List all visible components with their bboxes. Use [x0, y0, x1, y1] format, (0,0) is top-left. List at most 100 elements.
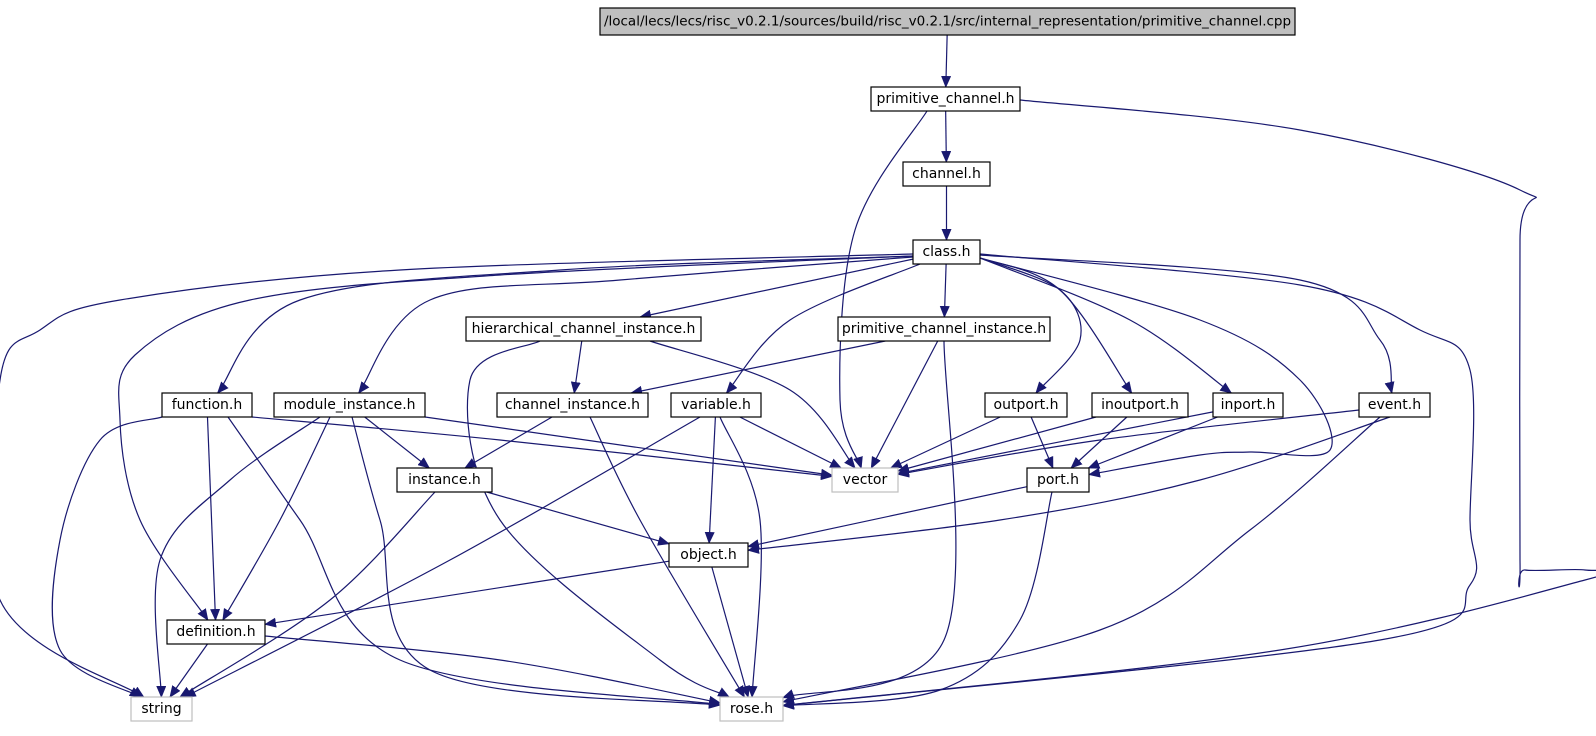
node-box	[670, 392, 762, 418]
node-primitive-channel-h[interactable]: primitive_channel.h	[870, 86, 1021, 112]
edge-module-instance-h-to-rose-h	[351, 416, 721, 709]
edge-module-instance-h-to-instance-h	[364, 416, 431, 469]
node-channel-instance-h[interactable]: channel_instance.h	[496, 392, 649, 418]
node-label: outport.h	[994, 397, 1059, 413]
edge-object-h-to-rose-h	[711, 566, 751, 698]
node-port-h[interactable]: port.h	[1026, 467, 1090, 493]
edge-primitive-channel-h-to-channel-h	[941, 110, 952, 163]
node-module-instance-h[interactable]: module_instance.h	[273, 392, 426, 418]
node-box	[1091, 392, 1189, 418]
edge-event-h-to-object-h	[747, 416, 1391, 554]
node-label: class.h	[922, 244, 970, 260]
node-event-h[interactable]: event.h	[1358, 392, 1431, 418]
node-label: primitive_channel_instance.h	[842, 321, 1046, 337]
node-label: inport.h	[1221, 397, 1276, 413]
node-outport-h[interactable]: outport.h	[984, 392, 1068, 418]
node-box	[912, 239, 981, 265]
node-channel-h[interactable]: channel.h	[902, 161, 991, 187]
node-class-h[interactable]: class.h	[912, 239, 981, 265]
node-box	[496, 392, 649, 418]
edge-hierarchical-channel-instance-h-to-vector	[649, 340, 856, 469]
node-box	[273, 392, 426, 418]
node-box	[831, 467, 899, 493]
node-primitive-channel-instance-h[interactable]: primitive_channel_instance.h	[837, 316, 1051, 342]
node-hierarchical-channel-instance-h[interactable]: hierarchical_channel_instance.h	[465, 316, 702, 342]
node-inoutport-h[interactable]: inoutport.h	[1091, 392, 1189, 418]
edge-class-h-to-definition-h	[118, 255, 914, 621]
edge-object-h-to-definition-h	[264, 560, 670, 628]
edge-module-instance-h-to-string	[154, 416, 321, 698]
edge-primitive-channel-instance-h-to-rose-h	[782, 340, 957, 699]
node-vector[interactable]: vector	[831, 467, 899, 493]
edge-function-h-to-string	[51, 416, 163, 698]
node-function-h[interactable]: function.h	[161, 392, 253, 418]
node-label: rose.h	[730, 701, 773, 717]
node-string[interactable]: string	[130, 696, 193, 722]
node-label: /local/lecs/lecs/risc_v0.2.1/sources/bui…	[604, 14, 1291, 30]
node-box	[166, 619, 266, 645]
edge-class-h-to-function-h	[216, 255, 914, 394]
edge-class-h-to-module-instance-h	[358, 256, 914, 394]
node-label: module_instance.h	[283, 397, 415, 413]
edge-port-h-to-rose-h	[782, 491, 1053, 710]
edge-primitive-channel-h-to-rose-h	[782, 99, 1596, 710]
node-label: function.h	[172, 397, 243, 413]
node-label: inoutport.h	[1101, 397, 1179, 413]
edge-definition-h-to-rose-h	[264, 635, 721, 706]
node-label: instance.h	[408, 472, 481, 488]
node-label: string	[141, 701, 181, 717]
node-label: hierarchical_channel_instance.h	[472, 321, 696, 337]
edge-channel-instance-h-to-rose-h	[589, 416, 745, 698]
edge-class-h-to-hierarchical-channel-instance-h	[639, 258, 914, 320]
node-box	[161, 392, 253, 418]
node-box	[1212, 392, 1284, 418]
node-inport-h[interactable]: inport.h	[1212, 392, 1284, 418]
node-rose-h[interactable]: rose.h	[719, 696, 784, 722]
edge-class-h-to-variable-h	[725, 263, 921, 394]
edge-class-h-to-rose-h	[782, 253, 1478, 710]
node-instance-h[interactable]: instance.h	[396, 467, 493, 493]
edge-inoutport-h-to-port-h	[1070, 416, 1128, 469]
edge-variable-h-to-rose-h	[719, 416, 762, 698]
edge-module-instance-h-to-definition-h	[222, 416, 331, 621]
edge-instance-h-to-string	[179, 491, 436, 698]
node-box	[984, 392, 1068, 418]
node-box	[1026, 467, 1090, 493]
edge-variable-h-to-string	[183, 416, 701, 698]
edge-variable-h-to-object-h	[704, 416, 716, 544]
node-definition-h[interactable]: definition.h	[166, 619, 266, 645]
node-variable-h[interactable]: variable.h	[670, 392, 762, 418]
edge-hierarchical-channel-instance-h-to-channel-instance-h	[570, 340, 583, 394]
edge-inport-h-to-vector	[897, 411, 1214, 477]
edge-event-h-to-vector	[897, 409, 1360, 478]
edge-primitive-channel-h-to-vector	[839, 110, 928, 469]
node-box	[465, 316, 702, 342]
node-label: vector	[843, 472, 888, 488]
nodes-layer: /local/lecs/lecs/risc_v0.2.1/sources/bui…	[130, 7, 1431, 722]
node-box	[1358, 392, 1431, 418]
edge-root-to-primitive-channel-h	[941, 34, 952, 88]
node-box	[902, 161, 991, 187]
edge-primitive-channel-instance-h-to-channel-instance-h	[630, 340, 886, 396]
edge-primitive-channel-instance-h-to-vector	[870, 340, 939, 469]
node-box	[719, 696, 784, 722]
edge-class-h-to-string	[0, 253, 914, 698]
edge-function-h-to-vector	[251, 416, 833, 481]
node-label: port.h	[1037, 472, 1079, 488]
node-box	[396, 467, 493, 493]
node-label: object.h	[680, 547, 736, 563]
edge-channel-instance-h-to-instance-h	[464, 416, 553, 469]
node-label: primitive_channel.h	[876, 91, 1014, 107]
edge-instance-h-to-object-h	[486, 491, 670, 546]
node-object-h[interactable]: object.h	[668, 542, 749, 568]
node-root[interactable]: /local/lecs/lecs/risc_v0.2.1/sources/bui…	[599, 7, 1296, 36]
node-box	[837, 316, 1051, 342]
edge-class-h-to-outport-h	[979, 257, 1082, 394]
edge-class-h-to-primitive-channel-instance-h	[939, 263, 950, 318]
edge-class-h-to-event-h	[979, 254, 1395, 394]
edges-layer	[0, 34, 1596, 710]
edge-variable-h-to-vector	[739, 416, 843, 469]
edge-inport-h-to-port-h	[1087, 416, 1218, 469]
edge-hierarchical-channel-instance-h-to-rose-h	[466, 340, 730, 698]
